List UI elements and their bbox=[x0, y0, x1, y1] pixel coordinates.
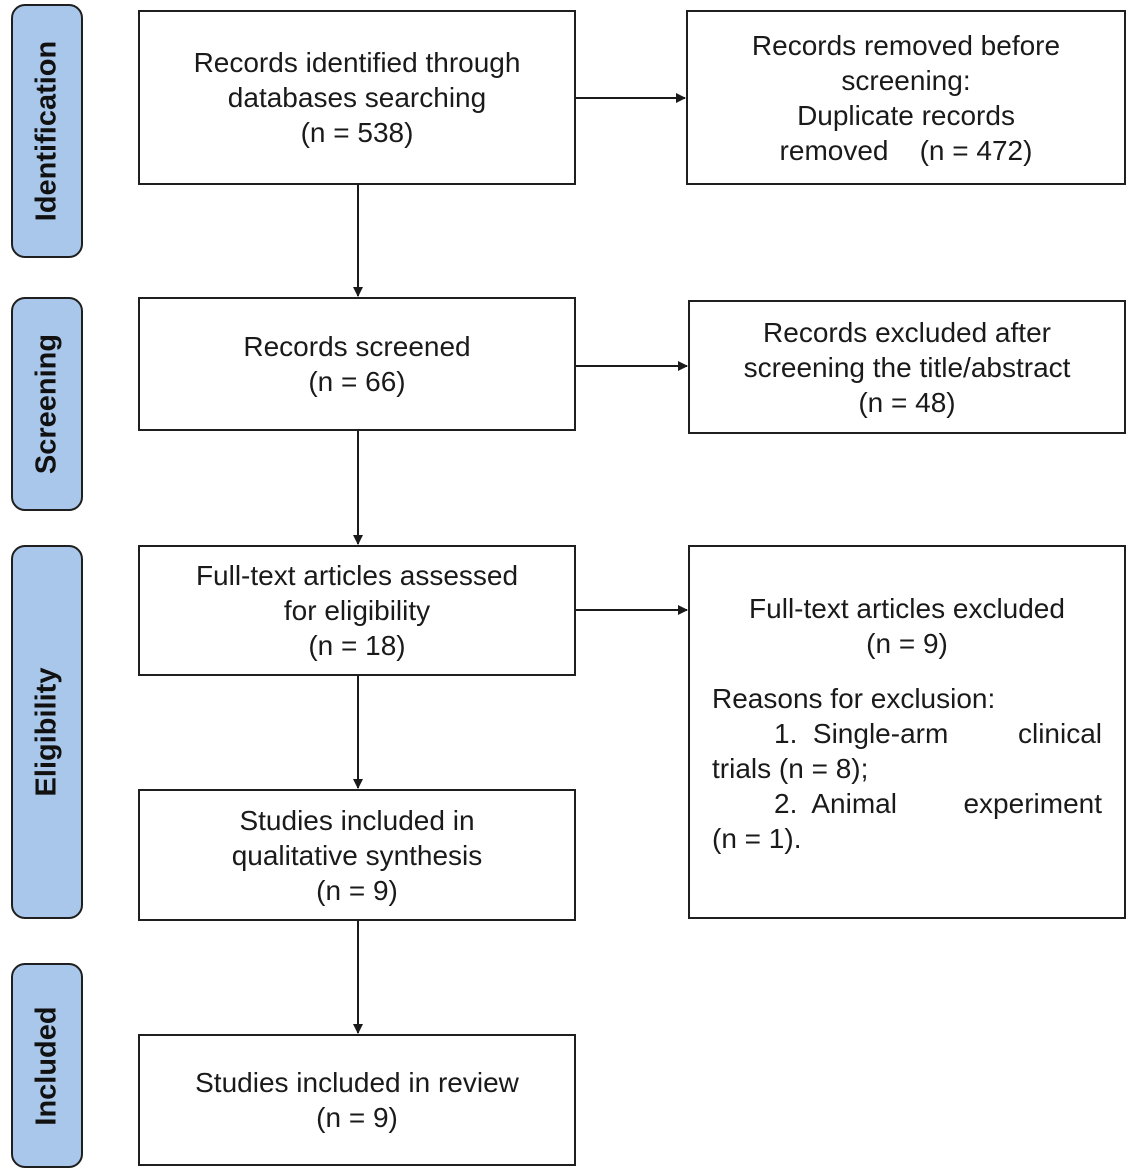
records-removed-line1: Records removed before bbox=[751, 29, 1061, 61]
included-review-box: Studies included in review (n = 9) bbox=[138, 1034, 576, 1166]
exclusion-reason-2a: 2. Animal bbox=[774, 788, 897, 819]
records-excluded-line1: Records excluded after bbox=[763, 316, 1051, 348]
records-screened-box: Records screened (n = 66) bbox=[138, 297, 576, 431]
fulltext-assessed-box: Full-text articles assessed for eligibil… bbox=[138, 545, 576, 676]
fulltext-assessed-count: (n = 18) bbox=[308, 630, 406, 661]
records-removed-line2: screening: bbox=[841, 64, 971, 96]
qualitative-synthesis-line2: qualitative synthesis bbox=[231, 839, 483, 871]
exclusion-reason-2: 2. Animal experiment bbox=[712, 786, 1102, 821]
phase-identification: Identification bbox=[11, 4, 83, 258]
phase-included: Included bbox=[11, 963, 83, 1168]
exclusion-reason-1a: 1. Single-arm bbox=[774, 718, 949, 749]
exclusion-reason-1: 1. Single-arm clinical bbox=[712, 716, 1102, 751]
records-identified-box: Records identified through databases sea… bbox=[138, 10, 576, 185]
records-removed-box: Records removed before screening: Duplic… bbox=[686, 10, 1126, 185]
exclusion-reasons-title: Reasons for exclusion: bbox=[712, 683, 996, 714]
fulltext-assessed-line1: Full-text articles assessed bbox=[195, 560, 519, 591]
phase-screening: Screening bbox=[11, 297, 83, 511]
fulltext-excluded-line1: Full-text articles excluded bbox=[749, 593, 1065, 624]
exclusion-reason-1b: clinical bbox=[1017, 718, 1102, 749]
records-removed-line3: Duplicate records bbox=[797, 99, 1015, 131]
fulltext-excluded-box: Full-text articles excluded (n = 9) Reas… bbox=[688, 545, 1126, 919]
records-removed-line4: removed (n = 472) bbox=[779, 134, 1033, 166]
qualitative-synthesis-box: Studies included in qualitative synthesi… bbox=[138, 789, 576, 921]
included-review-line1: Studies included in review bbox=[195, 1067, 519, 1098]
fulltext-assessed-line2: for eligibility bbox=[283, 595, 431, 626]
records-screened-count: (n = 66) bbox=[308, 366, 406, 397]
records-identified-line1: Records identified through bbox=[193, 47, 521, 78]
qualitative-synthesis-count: (n = 9) bbox=[316, 874, 398, 906]
records-identified-count: (n = 538) bbox=[300, 117, 414, 148]
phase-eligibility: Eligibility bbox=[11, 545, 83, 919]
records-excluded-box: Records excluded after screening the tit… bbox=[688, 300, 1126, 434]
included-review-count: (n = 9) bbox=[316, 1102, 398, 1133]
records-excluded-count: (n = 48) bbox=[858, 386, 956, 418]
exclusion-reasons: Reasons for exclusion: 1. Single-arm cli… bbox=[690, 681, 1124, 856]
exclusion-reason-2b: experiment bbox=[963, 788, 1102, 819]
exclusion-reason-1c: trials (n = 8); bbox=[712, 753, 869, 784]
exclusion-reason-2c: (n = 1). bbox=[712, 823, 802, 854]
records-excluded-line2: screening the title/abstract bbox=[743, 351, 1071, 383]
records-identified-line2: databases searching bbox=[227, 82, 487, 113]
records-screened-line1: Records screened bbox=[243, 331, 471, 362]
fulltext-excluded-count: (n = 9) bbox=[866, 628, 948, 659]
qualitative-synthesis-line1: Studies included in bbox=[239, 804, 475, 836]
